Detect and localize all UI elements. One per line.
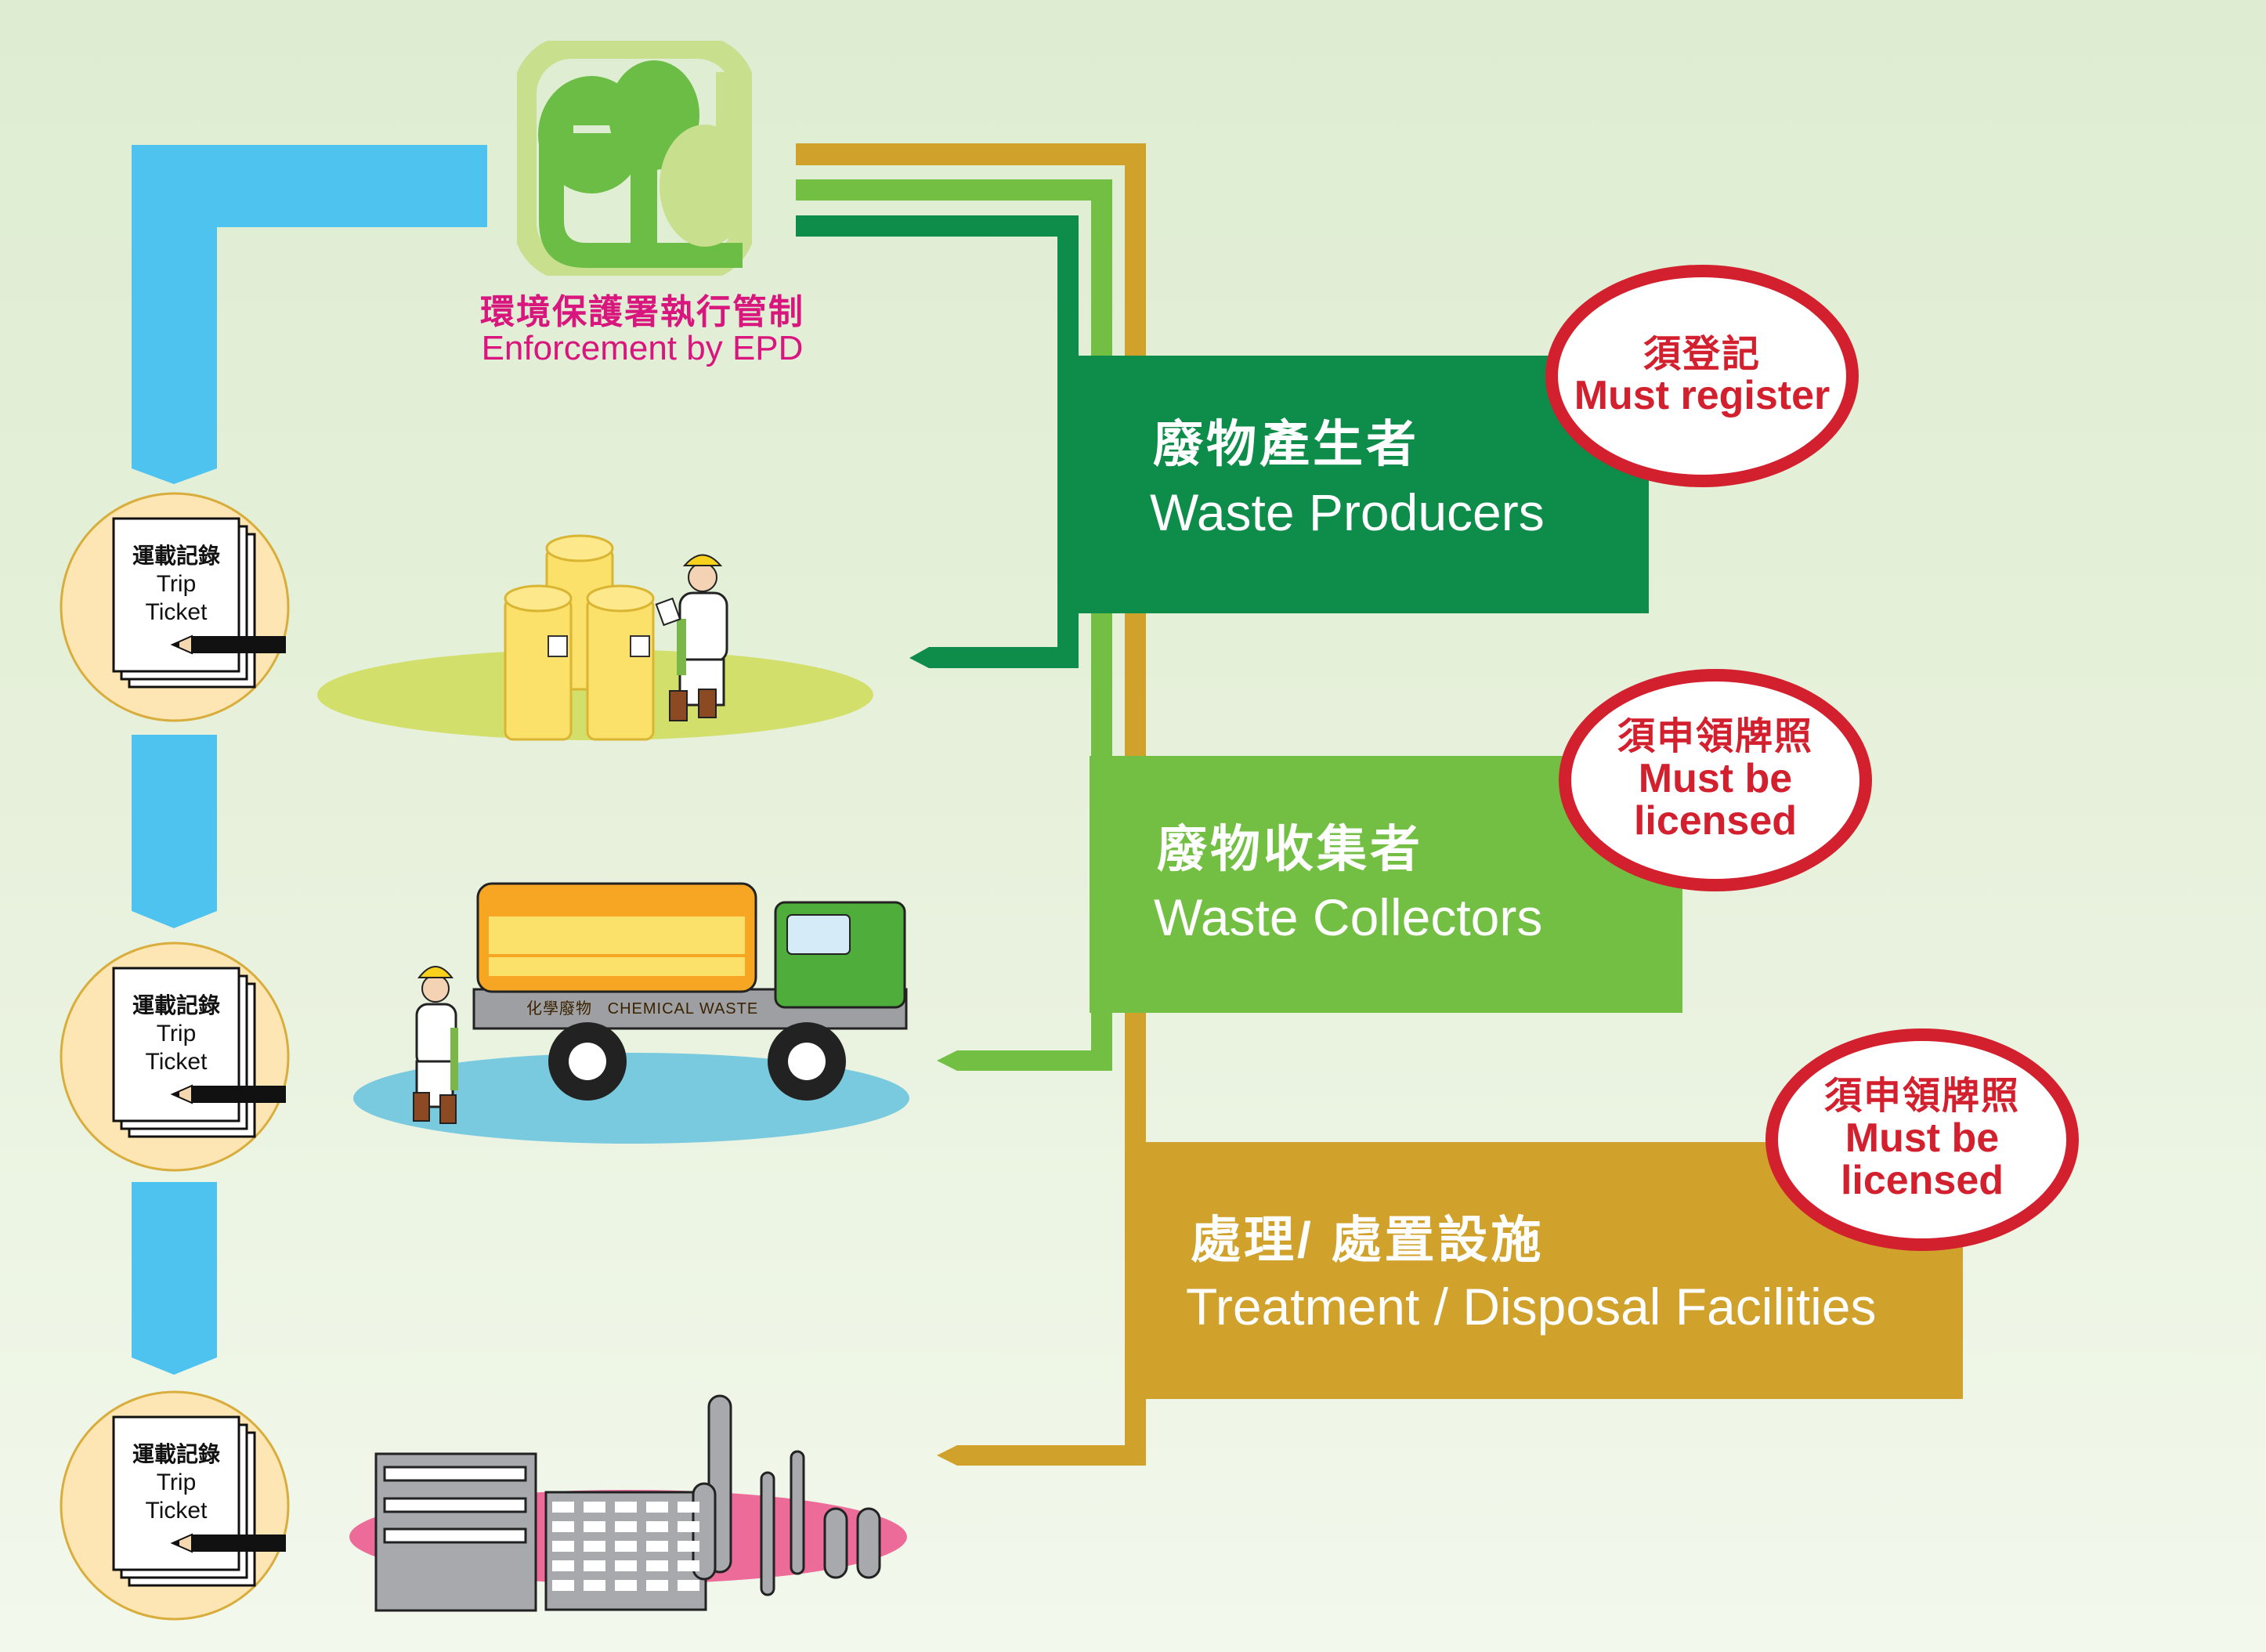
badge-text-zh: 須登記 — [1643, 333, 1761, 375]
badge-text-en-1: Must be — [1638, 755, 1793, 801]
trip-ticket-label-zh: 運載記錄 — [132, 544, 220, 568]
blue-flow-arrow-middle — [132, 735, 217, 928]
trip-ticket-1: 運載記錄 Trip Ticket — [59, 491, 291, 723]
document-pencil-icon — [60, 942, 290, 1172]
authority-name-zh: 環境保護署執行管制 — [480, 293, 804, 331]
trip-ticket-label-zh: 運載記錄 — [132, 993, 220, 1018]
trip-ticket-flow — [132, 145, 487, 1375]
epd-logo — [513, 35, 756, 281]
document-pencil-icon — [60, 492, 290, 722]
stage-title-en: Waste Producers — [1150, 483, 1545, 541]
truck-label-en: CHEMICAL WASTE — [607, 1000, 759, 1018]
trip-ticket-label: 運載記錄 Trip Ticket — [110, 1441, 243, 1525]
blue-flow-arrow-top — [132, 145, 487, 484]
badge-text-en: Must register — [1574, 372, 1831, 418]
requirement-badge-register: 須登記 Must register — [1545, 265, 1859, 487]
stage-title-zh: 處理/ 處置設施 — [1191, 1212, 1545, 1268]
epd-logo-icon — [513, 35, 756, 281]
requirement-badge-license-collectors: 須申領牌照 Must be licensed — [1559, 669, 1872, 891]
requirement-badge-license-facilities: 須申領牌照 Must be licensed — [1765, 1028, 2079, 1251]
trip-ticket-label-en-1: Trip — [156, 1469, 197, 1495]
trip-ticket-2: 運載記錄 Trip Ticket — [59, 941, 291, 1173]
trip-ticket-3: 運載記錄 Trip Ticket — [59, 1390, 291, 1621]
stage-title-en: Waste Collectors — [1154, 888, 1543, 946]
trip-ticket-label: 運載記錄 Trip Ticket — [110, 992, 243, 1076]
badge-text-en-1: Must be — [1845, 1115, 2000, 1161]
trip-ticket-label-en-2: Ticket — [145, 1498, 208, 1524]
blue-flow-arrow-bottom — [132, 1182, 217, 1375]
truck-label-zh: 化學廢物 — [526, 1000, 592, 1018]
trip-ticket-label-zh: 運載記錄 — [132, 1442, 220, 1466]
stage-title-zh: 廢物產生者 — [1153, 416, 1419, 472]
document-pencil-icon — [60, 1390, 290, 1621]
badge-text-en-2: licensed — [1840, 1158, 2004, 1204]
authority-name-en: Enforcement by EPD — [481, 329, 804, 367]
badge-text-en-2: licensed — [1633, 798, 1798, 844]
trip-ticket-label: 運載記錄 Trip Ticket — [110, 542, 243, 627]
badge-text-zh: 須申領牌照 — [1617, 716, 1813, 758]
stage-treatment-facilities: 處理/ 處置設施 Treatment / Disposal Facilities — [1125, 1142, 1963, 1399]
trip-ticket-label-en-1: Trip — [156, 1021, 197, 1047]
stage-title-zh: 廢物收集者 — [1157, 821, 1423, 877]
trip-ticket-label-en-1: Trip — [156, 571, 197, 597]
stage-title-en: Treatment / Disposal Facilities — [1186, 1278, 1877, 1336]
trip-ticket-label-en-2: Ticket — [145, 599, 208, 625]
trip-ticket-label-en-2: Ticket — [145, 1049, 208, 1075]
truck-label: 化學廢物 CHEMICAL WASTE — [526, 996, 758, 1018]
badge-text-zh: 須申領牌照 — [1823, 1075, 2020, 1118]
